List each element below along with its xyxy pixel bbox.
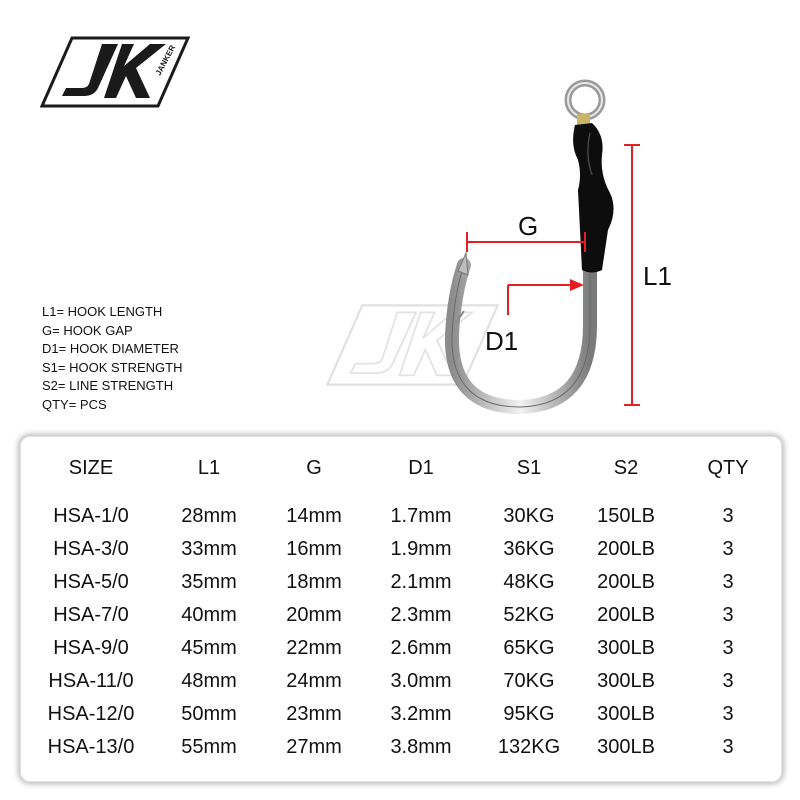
header-s1: S1 <box>516 457 542 479</box>
legend-item: G= HOOK GAP <box>42 322 133 338</box>
cell-l1: 40mm <box>181 604 237 626</box>
janker-logo: JANKER <box>40 36 190 108</box>
legend-item: S2= LINE STRENGTH <box>42 378 174 393</box>
cell-s2: 200LB <box>597 538 655 560</box>
cell-l1: 33mm <box>181 538 237 560</box>
cell-l1: 35mm <box>181 571 237 593</box>
cell-l1: 48mm <box>181 670 237 692</box>
cell-s2: 200LB <box>597 571 655 593</box>
cell-d1: 3.0mm <box>390 670 452 692</box>
cell-d1: 1.9mm <box>390 538 452 560</box>
cell-qty: 3 <box>722 604 734 626</box>
cell-d1: 2.3mm <box>390 604 452 626</box>
cell-l1: 55mm <box>181 736 237 758</box>
spec-table: SIZE L1 G D1 S1 S2 QTY HSA-1/0 28mm 14mm 1.… <box>20 436 782 782</box>
cell-size: HSA-9/0 <box>53 637 129 659</box>
cell-g: 23mm <box>286 703 342 725</box>
cell-g: 18mm <box>286 571 342 593</box>
cell-s2: 300LB <box>597 703 655 725</box>
cell-s1: 132KG <box>497 736 561 758</box>
cell-size: HSA-12/0 <box>47 703 135 725</box>
cell-size: HSA-5/0 <box>53 571 129 593</box>
cell-qty: 3 <box>722 571 734 593</box>
dimension-label-d1: D1 <box>485 326 519 356</box>
cell-size: HSA-1/0 <box>53 505 129 527</box>
cell-qty: 3 <box>722 637 734 659</box>
cell-g: 24mm <box>286 670 342 692</box>
cell-qty: 3 <box>722 538 734 560</box>
dimension-legend: L1= HOOK LENGTH G= HOOK GAP D1= HOOK DIA… <box>42 303 183 414</box>
cell-g: 20mm <box>286 604 342 626</box>
cell-s2: 300LB <box>597 736 655 758</box>
cell-g: 16mm <box>286 538 342 560</box>
dimension-label-l1: L1 <box>643 261 672 291</box>
cell-d1: 2.1mm <box>390 571 452 593</box>
cell-qty: 3 <box>722 703 734 725</box>
cell-s2: 300LB <box>597 670 655 692</box>
cell-qty: 3 <box>722 505 734 527</box>
cell-d1: 3.8mm <box>390 736 452 758</box>
legend-item: QTY= PCS <box>42 396 107 412</box>
cell-s1: 95KG <box>503 703 555 725</box>
cell-g: 14mm <box>286 505 342 527</box>
cell-g: 22mm <box>286 637 342 659</box>
header-s2: S2 <box>613 457 639 479</box>
cell-size: HSA-13/0 <box>47 736 135 758</box>
cell-l1: 28mm <box>181 505 237 527</box>
cell-l1: 45mm <box>181 637 237 659</box>
cell-size: HSA-3/0 <box>53 538 129 560</box>
cell-l1: 50mm <box>181 703 237 725</box>
cell-qty: 3 <box>722 670 734 692</box>
header-l1: L1 <box>197 457 221 479</box>
cell-s2: 150LB <box>597 505 655 527</box>
header-qty: QTY <box>707 457 749 479</box>
cell-s1: 70KG <box>503 670 555 692</box>
cell-size: HSA-11/0 <box>48 670 134 692</box>
cell-s1: 30KG <box>503 505 555 527</box>
cell-d1: 2.6mm <box>390 637 452 659</box>
legend-item: L1= HOOK LENGTH <box>42 304 163 319</box>
dimension-label-g: G <box>518 211 539 241</box>
cell-s2: 300LB <box>597 637 655 659</box>
cell-size: HSA-7/0 <box>53 604 129 626</box>
cell-s1: 48KG <box>503 571 555 593</box>
cell-d1: 3.2mm <box>390 703 452 725</box>
cell-qty: 3 <box>722 736 734 758</box>
header-size: SIZE <box>68 457 114 479</box>
legend-item: S1= HOOK STRENGTH <box>42 359 183 375</box>
cell-d1: 1.7mm <box>390 505 452 527</box>
legend-item: D1= HOOK DIAMETER <box>42 341 179 356</box>
header-g: G <box>306 457 322 479</box>
cell-s1: 65KG <box>503 637 555 659</box>
cell-s1: 36KG <box>503 538 555 560</box>
cell-s2: 200LB <box>597 604 655 626</box>
header-d1: D1 <box>408 457 434 479</box>
cell-g: 27mm <box>286 736 342 758</box>
cell-s1: 52KG <box>503 604 555 626</box>
hook-illustration <box>444 79 640 415</box>
